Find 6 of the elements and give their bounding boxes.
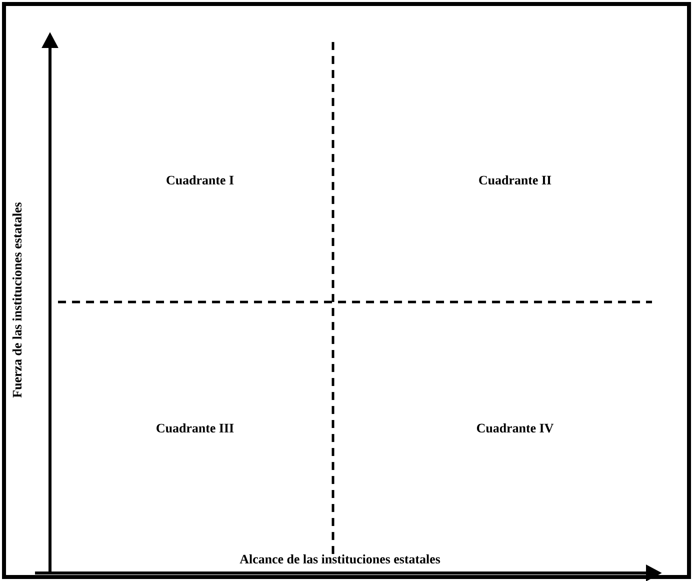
quadrant-label: Cuadrante II bbox=[479, 175, 552, 185]
quadrant-label: Cuadrante III bbox=[156, 423, 234, 433]
quadrant-label: Cuadrante IV bbox=[476, 423, 554, 433]
quadrant-label: Cuadrante I bbox=[166, 175, 234, 185]
axis-title: Alcance de las instituciones estatales bbox=[240, 554, 440, 564]
axis-title: Fuerza de las instituciones estatales bbox=[12, 202, 22, 398]
